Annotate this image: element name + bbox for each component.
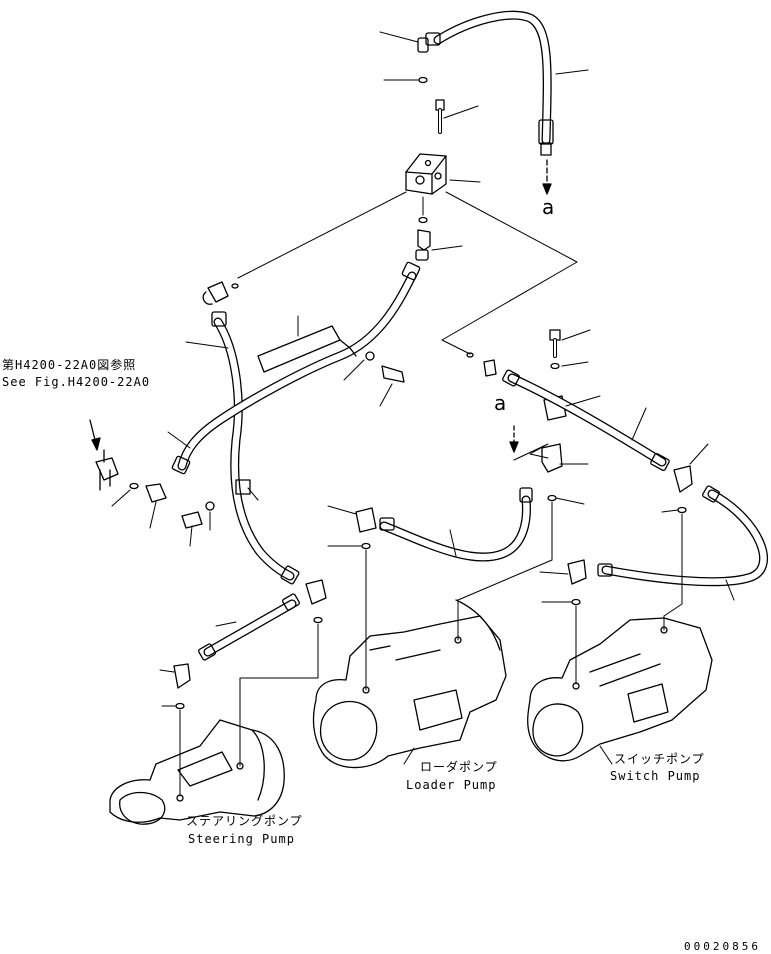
valve-block <box>405 153 447 195</box>
switch-hose <box>567 465 769 606</box>
reference-note-en: See Fig.H4200-22A0 <box>2 375 151 389</box>
clamp-plate <box>235 325 405 495</box>
loader-pump-label-jp: ローダポンプ <box>420 760 498 774</box>
adapter-below-block <box>415 229 431 261</box>
arrow-a-top <box>542 159 552 195</box>
switch-pump <box>527 617 713 762</box>
elbow-left-upper <box>202 281 239 305</box>
steering-pump-label-en: Steering Pump <box>188 832 295 846</box>
label-leaders <box>403 745 613 765</box>
reference-note-jp: 第H4200-22A0図参照 <box>2 358 137 372</box>
steering-fittings <box>159 579 327 797</box>
top-hose <box>425 10 554 156</box>
ref-arrow <box>89 419 101 451</box>
mid-right-hose <box>502 369 670 471</box>
leader-lines-left <box>111 315 393 547</box>
leader-lines-top <box>237 31 589 355</box>
leader-lines-right <box>327 329 735 691</box>
loader-pump <box>312 599 507 769</box>
top-fittings <box>417 37 445 134</box>
loader-hose <box>355 487 533 562</box>
steering-pump <box>109 719 285 825</box>
drawing-number: 00020856 <box>684 940 761 953</box>
mid-right-fittings <box>466 329 567 502</box>
o-ring-top <box>418 216 428 224</box>
left-hose-1 <box>211 311 300 585</box>
marker-a-top: a <box>542 195 555 219</box>
arrow-a-mid <box>509 425 549 461</box>
left-hose-2 <box>171 261 421 475</box>
loader-pump-label-en: Loader Pump <box>406 778 497 792</box>
left-fitting-cluster <box>95 449 215 529</box>
steering-hose <box>198 593 300 661</box>
marker-a-mid: a <box>494 391 507 415</box>
switch-pump-label-jp: スイッチポンプ <box>614 752 705 766</box>
switch-pump-label-en: Switch Pump <box>610 769 701 783</box>
steering-pump-label-jp: ステアリングポンプ <box>186 814 303 828</box>
